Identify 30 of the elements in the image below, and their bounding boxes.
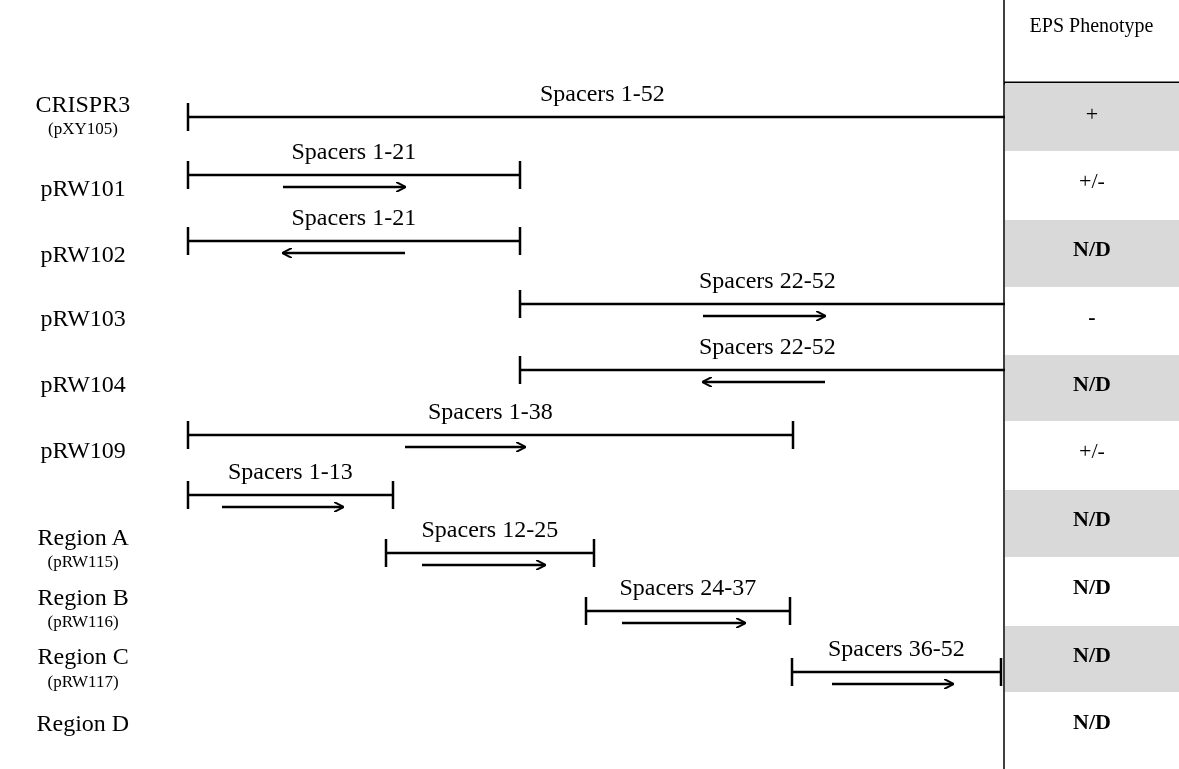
phenotype-cell: N/D — [1005, 626, 1179, 693]
spacer-label: Spacers 1-21 — [291, 139, 417, 163]
construct-label: Region B — [37, 585, 129, 609]
phenotype-cell: N/D — [1005, 220, 1179, 288]
spacer-label: Spacers 1-52 — [540, 81, 665, 105]
plasmid-label: (pXY105) — [48, 119, 118, 137]
phenotype-cell: N/D — [1005, 355, 1179, 422]
spacer-label: Spacers 1-13 — [228, 459, 353, 483]
construct-label: CRISPR3 — [35, 92, 131, 116]
phenotype-cell: N/D — [1005, 490, 1179, 558]
construct-label: pRW103 — [40, 306, 126, 330]
plasmid-label: (pRW115) — [47, 552, 119, 570]
spacer-label: Spacers 1-38 — [428, 399, 553, 423]
spacer-label: Spacers 12-25 — [421, 517, 559, 541]
construct-label: pRW104 — [40, 372, 126, 396]
phenotype-cell: + — [1005, 83, 1179, 152]
construct-label: pRW102 — [40, 242, 126, 266]
spacer-label: Spacers 22-52 — [699, 334, 836, 358]
construct-label: Region C — [37, 644, 129, 668]
spacer-label: Spacers 22-52 — [699, 268, 836, 292]
plasmid-label: (pRW117) — [47, 672, 119, 690]
spacer-label: Spacers 36-52 — [828, 636, 965, 660]
construct-label: pRW109 — [40, 438, 126, 462]
spacer-label: Spacers 1-21 — [291, 205, 417, 229]
construct-label: Region A — [37, 525, 129, 549]
construct-label: pRW101 — [40, 176, 126, 200]
construct-label: Region D — [36, 711, 130, 735]
spacer-label: Spacers 24-37 — [619, 575, 757, 599]
column-header: EPS Phenotype — [1028, 13, 1155, 38]
plasmid-label: (pRW116) — [47, 612, 119, 630]
